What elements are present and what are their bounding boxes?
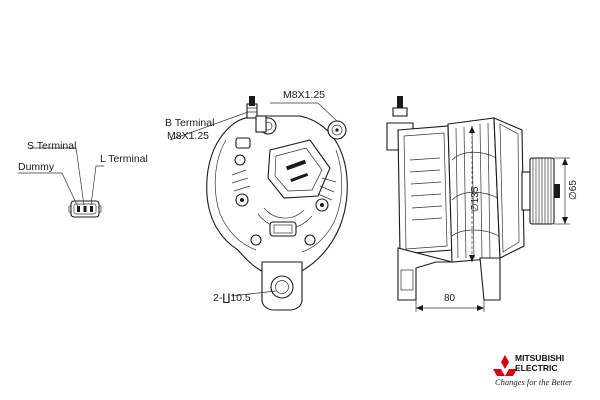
alternator-front-view bbox=[206, 96, 348, 311]
brand-name-line1: MITSUBISHI bbox=[515, 353, 564, 363]
mount-thread-label: M8X1.25 bbox=[283, 89, 325, 101]
dummy-label: Dummy bbox=[18, 161, 55, 173]
pulley-diameter-dimension: ∅65 bbox=[568, 180, 579, 200]
length-dimension: 80 bbox=[444, 293, 456, 304]
alternator-side-view bbox=[386, 96, 560, 301]
b-terminal-label: B Terminal bbox=[165, 117, 214, 129]
b-terminal-thread-label: M8X1.25 bbox=[167, 130, 209, 142]
s-terminal-label: S Terminal bbox=[27, 140, 76, 152]
holes-label: 2-∐10.5 bbox=[213, 292, 251, 304]
brand-tagline: Changes for the Better bbox=[495, 377, 573, 387]
connector-icon bbox=[68, 200, 102, 218]
connector-leaders bbox=[18, 147, 104, 208]
front-view-leaders bbox=[169, 102, 338, 297]
l-terminal-label: L Terminal bbox=[100, 153, 148, 165]
side-view-dimensions bbox=[415, 126, 570, 312]
brand-name-line2: ELECTRIC bbox=[515, 363, 558, 373]
mitsubishi-logo-icon bbox=[493, 355, 517, 376]
body-diameter-dimension: ∅135 bbox=[470, 186, 481, 212]
